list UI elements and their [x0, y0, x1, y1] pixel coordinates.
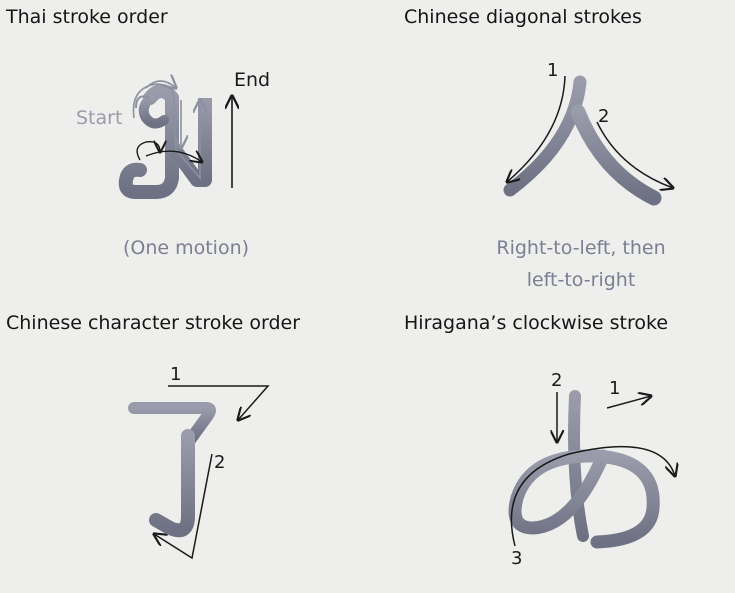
diagonal-caption: Right-to-left, then left-to-right — [469, 232, 693, 296]
le-character-glyph — [128, 402, 216, 538]
diagonal-caption-line1: Right-to-left, then — [496, 237, 666, 259]
character-panel-title: Chinese character stroke order — [6, 312, 301, 334]
hiragana-stroke-1-arrow — [606, 396, 651, 409]
hiragana-panel: Hiragana’s clockwise stroke 1 2 3 — [367, 296, 735, 593]
character-stroke-1-number: 1 — [170, 364, 181, 385]
character-stroke-figure: 1 2 — [128, 364, 270, 560]
hiragana-stroke-figure: 1 2 3 — [508, 370, 735, 569]
hiragana-panel-title: Hiragana’s clockwise stroke — [404, 312, 669, 334]
hiragana-stroke-3-number: 3 — [511, 548, 522, 569]
thai-caption: (One motion) — [122, 237, 250, 259]
thai-end-label: End — [234, 69, 270, 91]
diagonal-stroke-figure: 1 2 — [503, 60, 735, 206]
ren-character-glyph — [503, 75, 662, 206]
thai-start-arrow — [145, 81, 176, 88]
diagonal-stroke-2-number: 2 — [598, 106, 609, 127]
diagonal-stroke-2-arrow — [596, 121, 673, 188]
diagonal-panel-title: Chinese diagonal strokes — [404, 6, 642, 28]
thai-panel: Thai stroke order Start End (One motion) — [0, 0, 367, 296]
thai-stroke-path — [132, 83, 200, 181]
character-panel: Chinese character stroke order 1 2 — [0, 296, 367, 593]
diagonal-stroke-1-arrow — [507, 75, 566, 182]
diagonal-caption-line2: left-to-right — [526, 269, 636, 291]
character-stroke-2-number: 2 — [214, 452, 225, 473]
diagonal-stroke-1-number: 1 — [547, 60, 558, 81]
a-character-glyph — [508, 390, 660, 549]
character-stroke-1-arrow — [168, 385, 270, 420]
hiragana-stroke-2-number: 2 — [551, 370, 562, 391]
thai-start-label: Start — [76, 107, 122, 129]
thai-panel-title: Thai stroke order — [6, 6, 168, 28]
thai-letter-glyph — [118, 84, 212, 199]
character-stroke-2-arrow — [154, 453, 213, 560]
thai-loop-arrow — [136, 142, 160, 161]
thai-curve-arrow — [145, 151, 202, 162]
diagonal-panel: Chinese diagonal strokes 1 2 Right-to-le… — [367, 0, 735, 296]
hiragana-stroke-3-arrow — [510, 445, 675, 547]
thai-stroke-figure: Start End — [76, 69, 270, 199]
hiragana-stroke-1-number: 1 — [609, 378, 620, 399]
